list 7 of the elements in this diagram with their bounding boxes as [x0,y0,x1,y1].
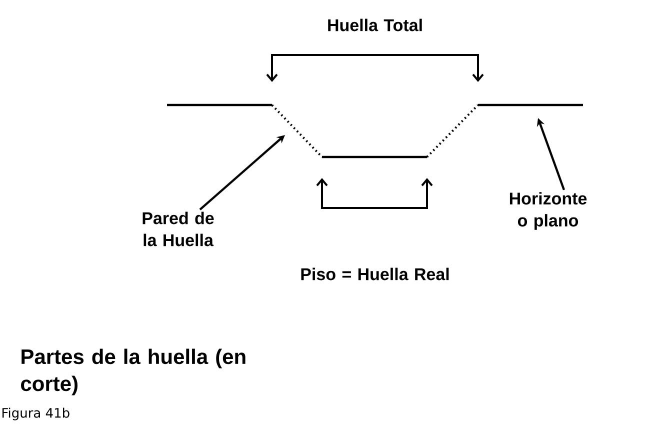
caption: Figura 41b [2,408,70,420]
callout-text: Pared de la Huella [142,212,214,246]
leader-line [199,135,285,210]
callout-text: Horizonte o plano [510,192,587,230]
dimension-label: Piso = Huella Real [301,268,449,280]
heading: Partes de la huella (en corte) [21,348,246,396]
dimension-label: Huella Total [328,18,422,32]
